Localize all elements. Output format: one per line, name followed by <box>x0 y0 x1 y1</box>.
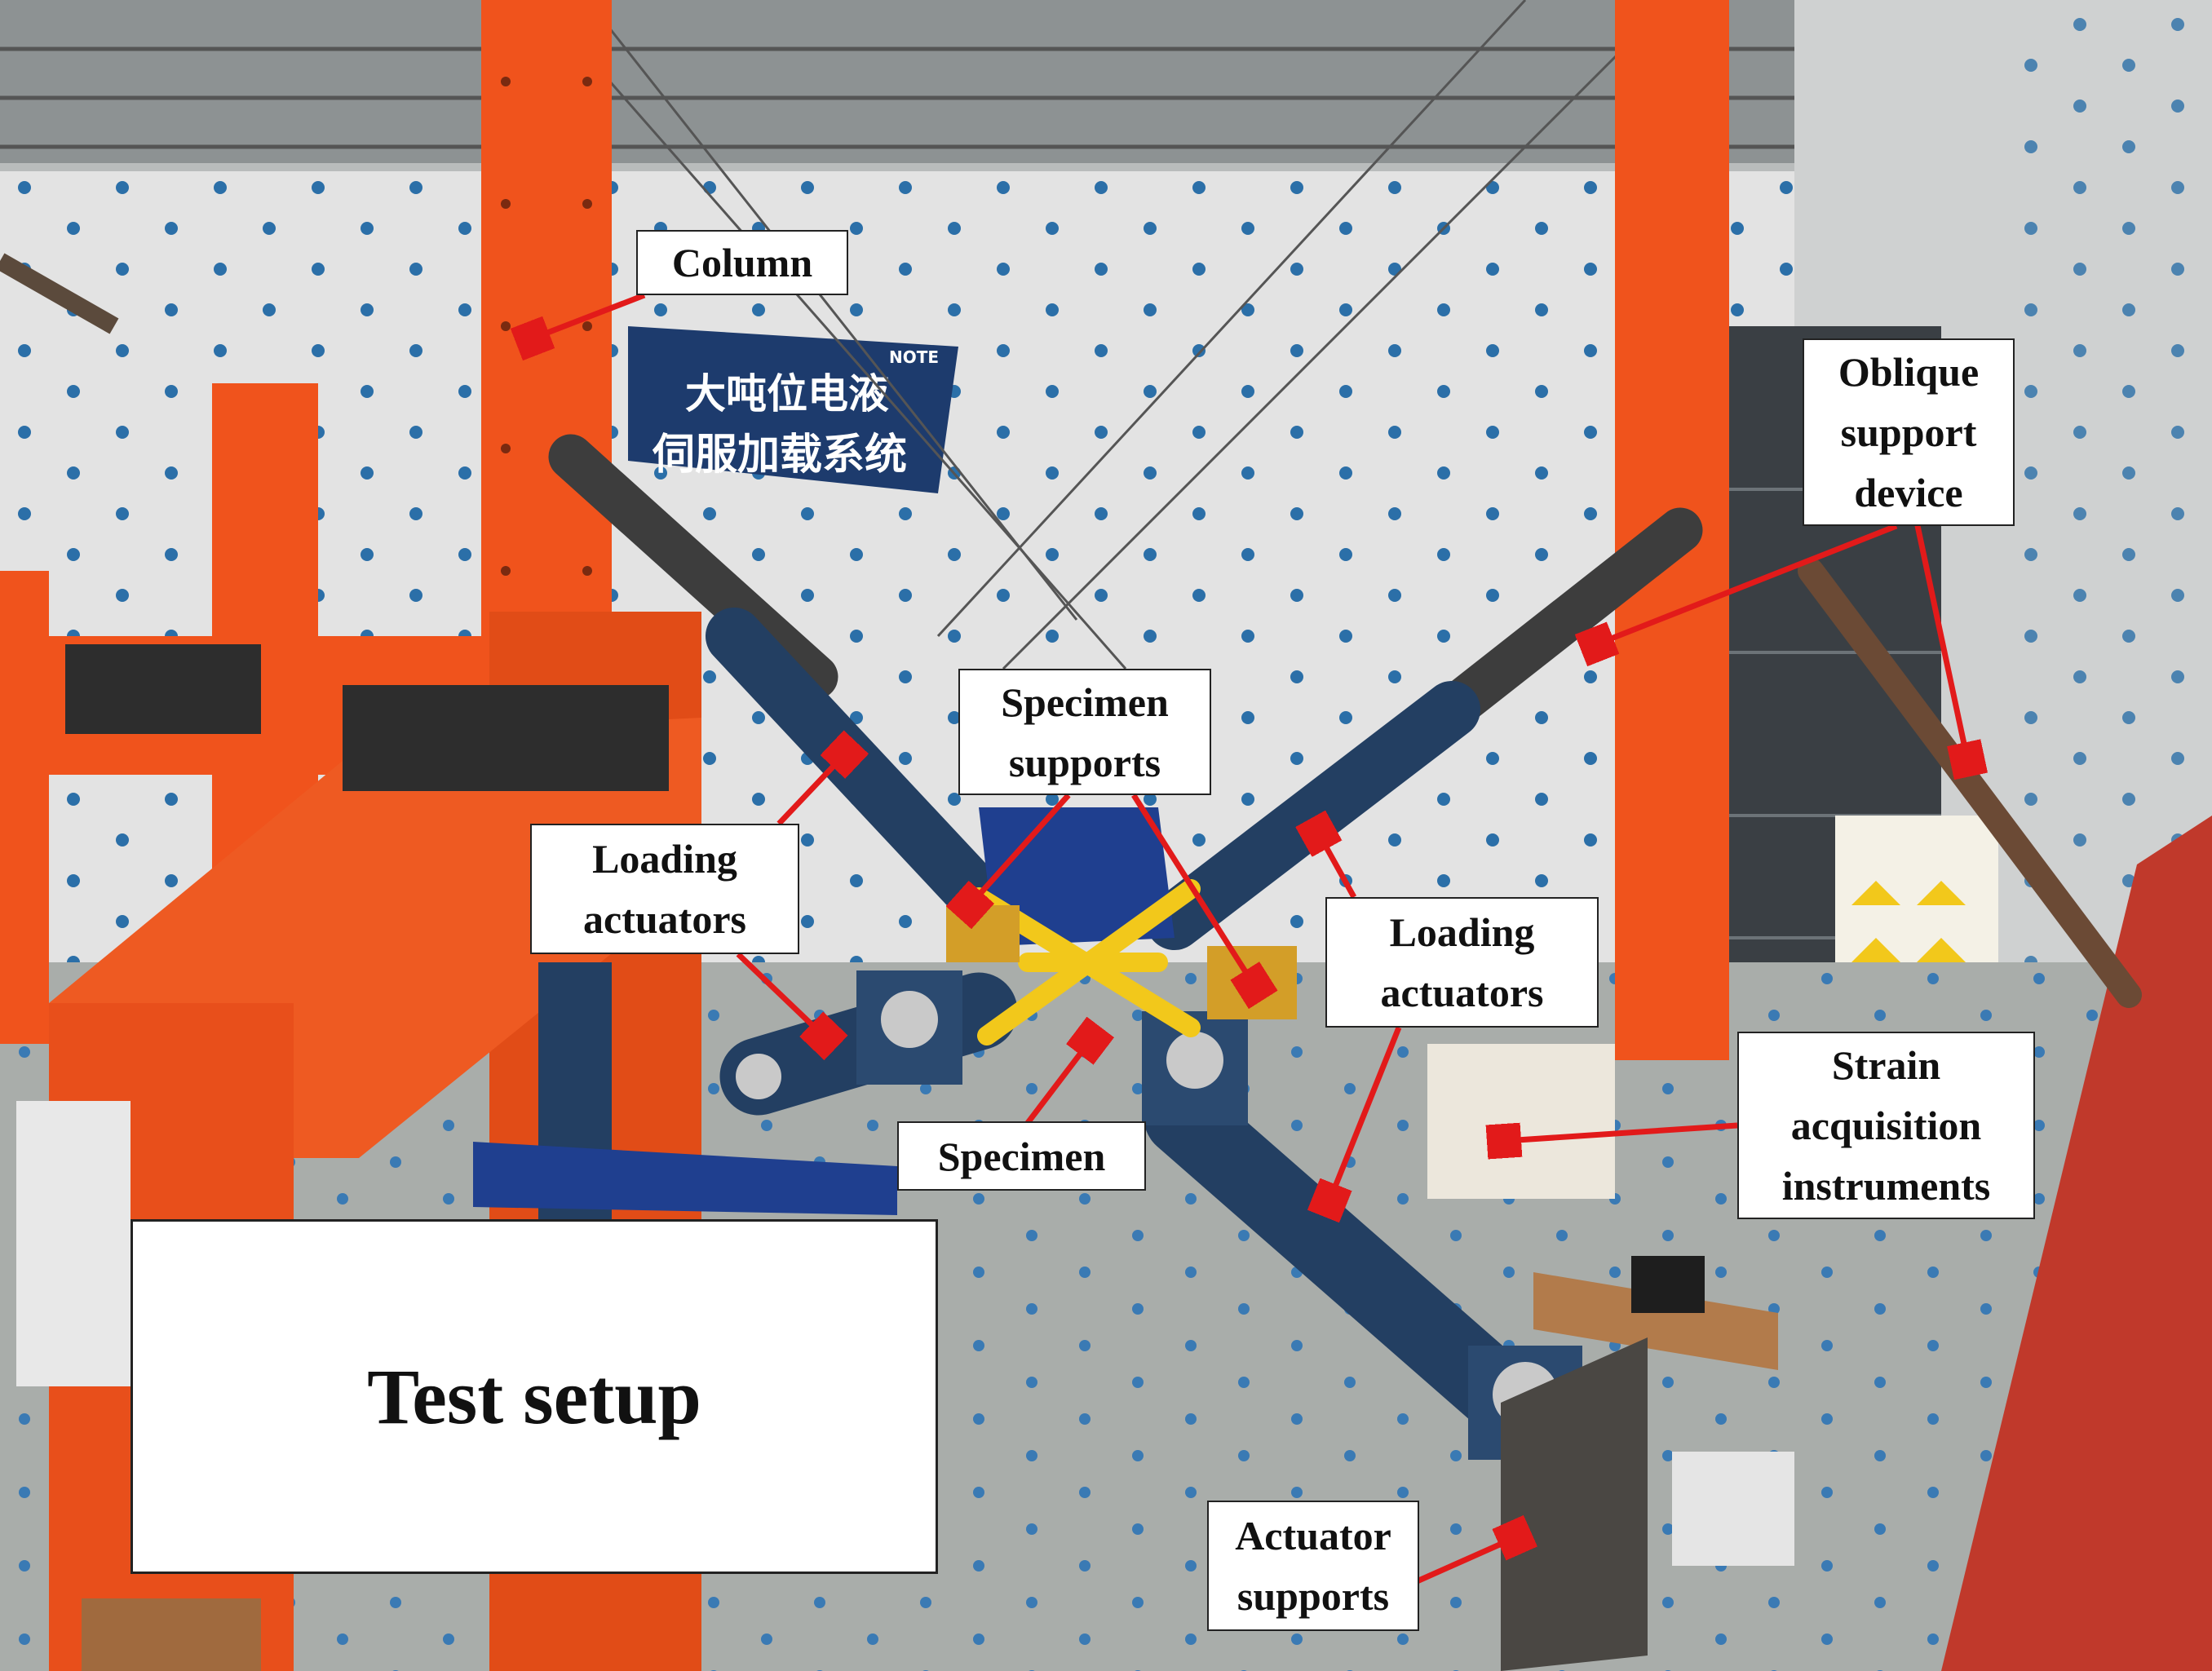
arrow-oblique-1 <box>1586 523 1898 648</box>
label-test-setup: Test setup <box>131 1219 938 1574</box>
bench <box>82 1598 261 1671</box>
arrow-actuator-supports <box>1413 1533 1525 1585</box>
label-loading-actuators-left: Loading actuators <box>530 824 799 954</box>
label-loading-actuators-right: Loading actuators <box>1325 897 1599 1028</box>
label-actuator-supports: Actuator supports <box>1207 1501 1419 1631</box>
arrow-strain <box>1493 1122 1738 1142</box>
label-strain-acquisition-instruments: Strain acquisition instruments <box>1737 1032 2035 1219</box>
label-specimen: Specimen <box>897 1121 1146 1191</box>
sign-logo: NOTE <box>889 347 939 367</box>
label-column: Column <box>636 230 848 295</box>
label-specimen-supports: Specimen supports <box>958 669 1211 795</box>
diagonal-brace <box>1798 558 2142 1008</box>
arrow-oblique-2 <box>1913 521 1970 771</box>
sign-line-2: 伺服加载系统 <box>652 431 907 480</box>
arrow-column <box>522 292 646 343</box>
cables <box>537 0 1674 670</box>
sign-line-1: 大吨位电液 <box>685 370 889 418</box>
red-frame-right <box>1941 816 2212 1671</box>
cabinet <box>16 1101 131 1386</box>
desk-area <box>1427 1044 1794 1671</box>
arrow-loading-right-2 <box>1325 1026 1402 1211</box>
arrow-loading-left-2 <box>736 952 832 1044</box>
label-oblique-support-device: Oblique support device <box>1803 338 2015 526</box>
arrow-spec-supports-1 <box>962 793 1071 913</box>
wall-sign: 大吨位电液 伺服加载系统 NOTE <box>628 326 958 493</box>
arrow-loading-left-1 <box>776 746 852 826</box>
arrow-spec-supports-2 <box>1131 794 1260 995</box>
arrow-loading-right-1 <box>1313 824 1357 899</box>
arrow-specimen <box>1017 1032 1097 1136</box>
